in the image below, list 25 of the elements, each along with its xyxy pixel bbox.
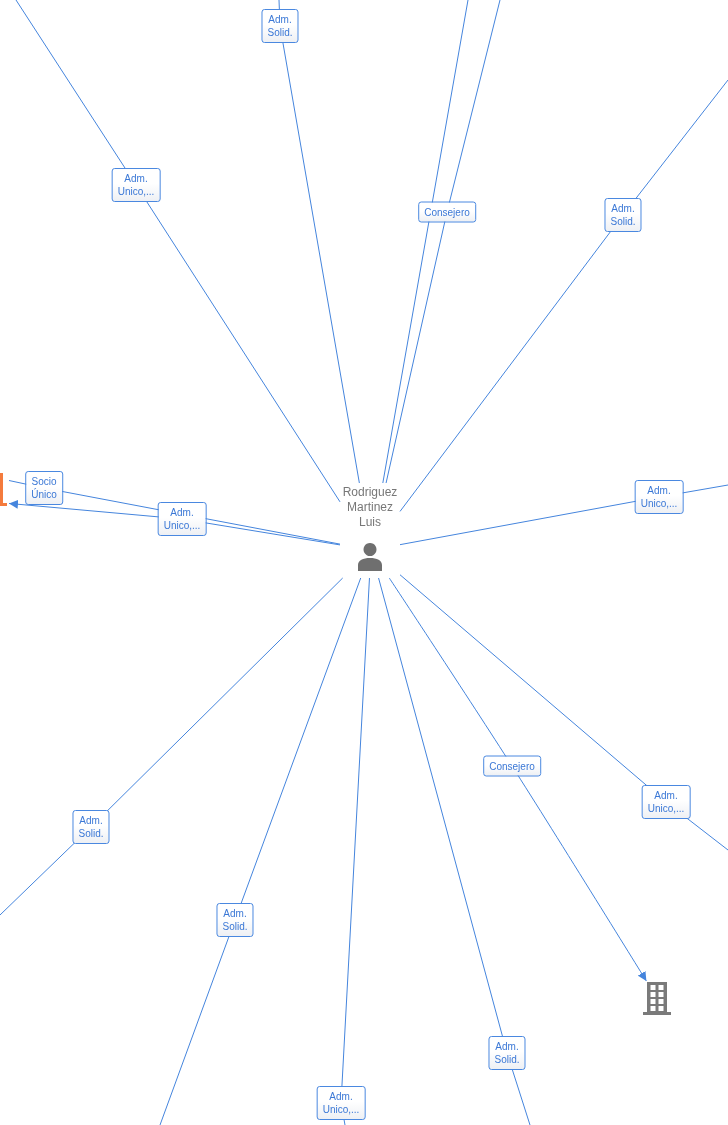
connector-line [340,577,370,1125]
connector-line [399,79,728,512]
connector-line [15,0,341,503]
edge-label: Adm. Solid. [72,810,110,844]
edge-label: Consejero [483,755,541,777]
connector-line [159,577,362,1125]
edge-label: Adm. Solid. [488,1036,526,1070]
edge-label: Socio Único [25,471,63,505]
edge-label: Adm. Unico,... [157,502,207,536]
connector-line [378,577,531,1125]
connector-line [382,0,469,484]
person-name: Rodriguez Martinez Luis [342,485,398,530]
building-icon [641,981,673,1016]
edge-label: Adm. Unico,... [316,1086,366,1120]
edge-label: Consejero [418,201,476,223]
connector-line [385,0,501,484]
edge-label: Adm. Solid. [604,198,642,232]
edge-label: Adm. Unico,... [641,785,691,819]
edge-label: Adm. Unico,... [634,480,684,514]
edge-label: Adm. Unico,... [111,168,161,202]
edge-label: Adm. Solid. [216,903,254,937]
edge-label: Adm. Solid. [261,9,299,43]
connector-line [0,577,344,916]
connector-line [278,0,360,484]
arrow [388,577,647,982]
